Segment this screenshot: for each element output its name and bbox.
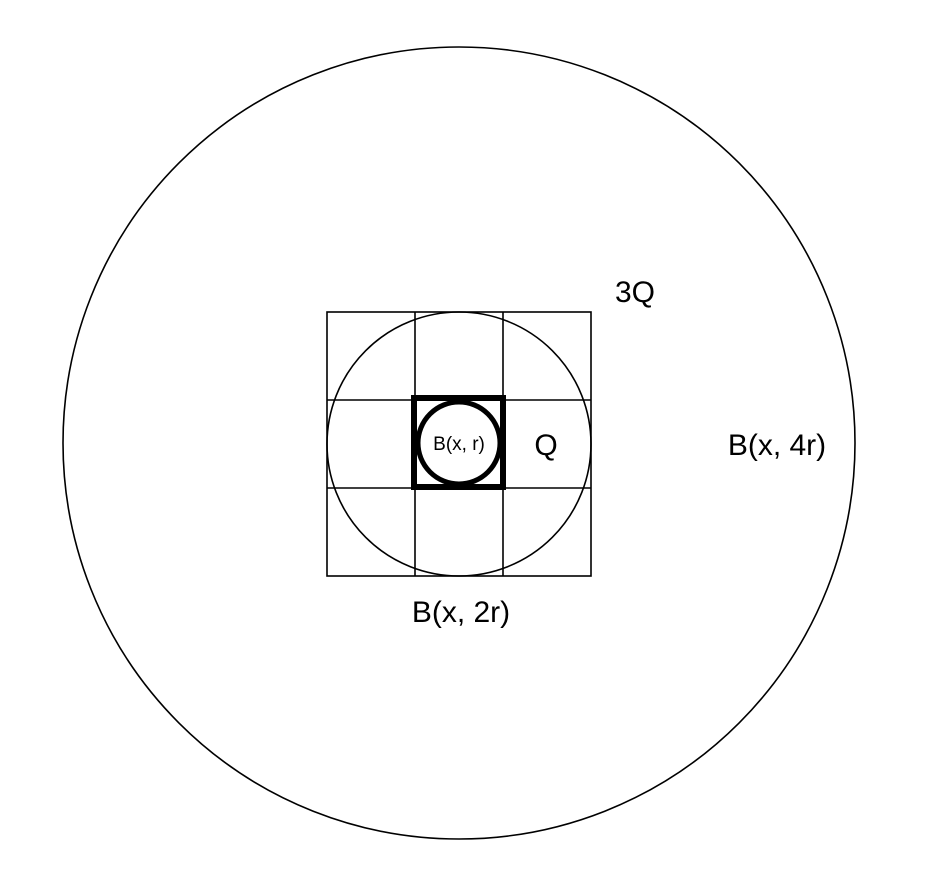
label-ball-2r: B(x, 2r) [412, 596, 510, 629]
cube-q [411, 395, 506, 490]
ball-r [415, 399, 503, 487]
label-cube-q: Q [534, 429, 557, 462]
outer-ball-4r [62, 46, 856, 840]
label-ball-4r: B(x, 4r) [728, 429, 826, 462]
label-ball-r: B(x, r) [433, 434, 485, 455]
label-cube-3q: 3Q [615, 276, 655, 309]
ball-2r [326, 311, 592, 577]
